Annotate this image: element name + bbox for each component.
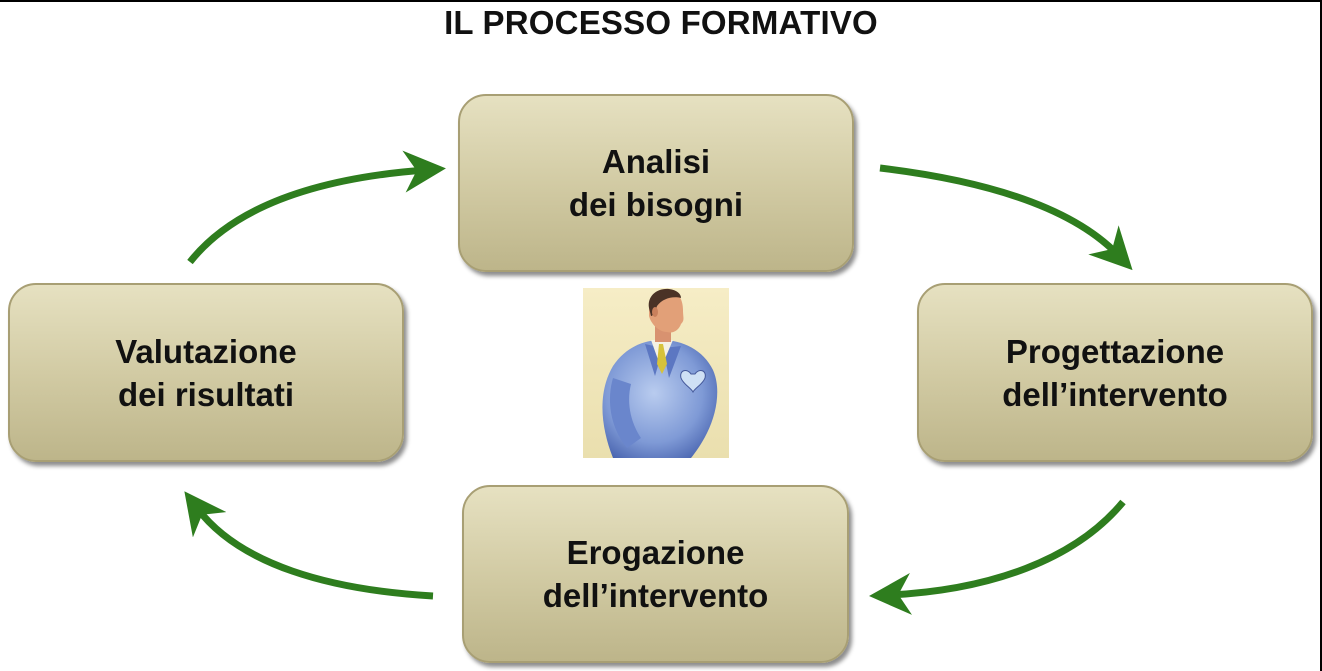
arrow-analisi-to-progettazione: [879, 164, 1133, 271]
step-progettazione-line1: Progettazione: [1005, 332, 1225, 370]
step-erogazione-box: Erogazione dell’intervento: [462, 485, 849, 663]
top-border: [0, 0, 1322, 2]
right-border: [1320, 0, 1322, 671]
step-erogazione-line1: Erogazione: [566, 534, 745, 571]
arrow-progettazione-to-erogazione: [869, 499, 1126, 615]
step-analisi-line1: Analisi: [601, 143, 711, 180]
step-valutazione-line1: Valutazione: [115, 332, 297, 370]
diagram-title: IL PROCESSO FORMATIVO: [444, 4, 878, 41]
arrow-valutazione-to-analisi: [187, 150, 446, 265]
step-progettazione-box: Progettazione dell’intervento: [917, 283, 1313, 462]
arrow-erogazione-to-valutazione: [184, 491, 434, 600]
step-valutazione-line2: dei risultati: [117, 375, 295, 413]
step-valutazione-box: Valutazione dei risultati: [8, 283, 404, 462]
businessman-illustration: [583, 288, 729, 458]
step-progettazione-line2: dell’intervento: [1002, 375, 1228, 413]
step-analisi-box: Analisi dei bisogni: [458, 94, 854, 272]
step-analisi-line2: dei bisogni: [568, 186, 744, 223]
step-erogazione-line2: dell’intervento: [542, 577, 769, 614]
